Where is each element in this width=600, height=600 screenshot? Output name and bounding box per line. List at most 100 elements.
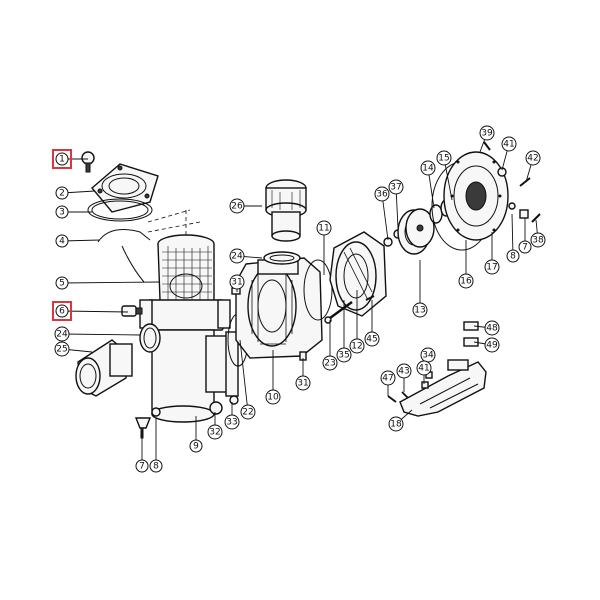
callout-number-c12: 12 bbox=[351, 342, 362, 352]
callout-circle-c47 bbox=[380, 370, 396, 386]
callout-circle-c31b bbox=[295, 375, 311, 391]
callout-circle-c35 bbox=[336, 347, 352, 363]
callout-c4: 4 bbox=[55, 234, 69, 248]
callout-number-c35: 35 bbox=[338, 351, 349, 361]
callout-number-c36: 36 bbox=[376, 190, 388, 200]
callout-circle-c24a bbox=[54, 326, 70, 342]
callout-circle-c13 bbox=[412, 302, 428, 318]
callout-number-c24a: 24 bbox=[56, 330, 68, 340]
callout-number-c34: 34 bbox=[422, 351, 434, 361]
callout-circle-c43 bbox=[396, 363, 412, 379]
callout-c47: 47 bbox=[380, 370, 396, 386]
callout-circle-c10 bbox=[265, 389, 281, 405]
callout-number-c3: 3 bbox=[59, 208, 65, 218]
callout-circle-c8b bbox=[506, 249, 520, 263]
clamp-part bbox=[97, 209, 201, 283]
callout-c22: 22 bbox=[240, 404, 256, 420]
callout-circle-c26 bbox=[229, 198, 245, 214]
callout-circle-c4 bbox=[55, 234, 69, 248]
callout-number-c8a: 8 bbox=[153, 462, 159, 472]
callout-number-c41b: 41 bbox=[418, 364, 429, 374]
pin-part bbox=[365, 295, 375, 301]
drain-fittings-part bbox=[134, 395, 239, 439]
volute-o-ring-part bbox=[303, 259, 333, 321]
callout-circle-c48 bbox=[484, 320, 500, 336]
leader-line-c5 bbox=[61, 281, 161, 284]
callout-c9: 9 bbox=[189, 439, 203, 453]
callout-number-c2: 2 bbox=[59, 189, 65, 199]
callout-c11: 11 bbox=[316, 220, 332, 236]
flange-bolts-part bbox=[483, 141, 541, 223]
callout-c13: 13 bbox=[412, 302, 428, 318]
callout-c41b: 41 bbox=[416, 360, 432, 376]
callout-number-c9: 9 bbox=[193, 442, 199, 452]
callout-number-c23: 23 bbox=[324, 359, 335, 369]
callout-circle-c38 bbox=[530, 232, 546, 248]
seal-plate-part bbox=[431, 151, 509, 251]
strainer-housing-part bbox=[139, 299, 239, 423]
callout-c31a: 31 bbox=[229, 274, 245, 290]
callout-c1: 1 bbox=[52, 149, 72, 169]
callout-number-c7b: 7 bbox=[522, 243, 528, 253]
callout-circle-c9 bbox=[189, 439, 203, 453]
leader-line-c22 bbox=[239, 339, 249, 413]
callout-number-c25a: 25 bbox=[56, 345, 67, 355]
callout-c6: 6 bbox=[52, 301, 72, 321]
callout-c37: 37 bbox=[388, 179, 404, 195]
callout-number-c13: 13 bbox=[414, 306, 425, 316]
callout-circle-c18 bbox=[388, 416, 404, 432]
callout-number-c24b: 24 bbox=[231, 252, 243, 262]
callout-c23: 23 bbox=[322, 355, 338, 371]
callout-c7b: 7 bbox=[518, 240, 532, 254]
callout-c33: 33 bbox=[224, 414, 240, 430]
callout-c16: 16 bbox=[458, 273, 474, 289]
callout-circle-c2 bbox=[55, 186, 69, 200]
callout-c24b: 24 bbox=[229, 248, 245, 264]
inlet-gasket-part bbox=[139, 323, 161, 353]
callout-circle-c45 bbox=[364, 331, 380, 347]
callout-c38: 38 bbox=[530, 232, 546, 248]
callout-number-c4: 4 bbox=[59, 237, 65, 247]
callout-circle-c12 bbox=[349, 338, 365, 354]
callout-number-c22: 22 bbox=[242, 408, 253, 418]
callout-circle-c49 bbox=[484, 337, 500, 353]
callout-c8a: 8 bbox=[149, 459, 163, 473]
outlet-union-part bbox=[265, 179, 307, 242]
callout-circle-c41b bbox=[416, 360, 432, 376]
callout-number-c39: 39 bbox=[481, 129, 493, 139]
callout-number-c1: 1 bbox=[59, 155, 65, 165]
diffuser-part bbox=[329, 231, 387, 317]
callout-circle-c7b bbox=[518, 240, 532, 254]
callout-circle-c5 bbox=[55, 276, 69, 290]
callout-number-c15: 15 bbox=[438, 154, 449, 164]
callout-circle-c25a bbox=[54, 341, 70, 357]
callout-circle-c42 bbox=[525, 150, 541, 166]
callout-c41: 41 bbox=[501, 136, 517, 152]
callout-circle-c22 bbox=[240, 404, 256, 420]
callout-number-c47: 47 bbox=[382, 374, 393, 384]
callout-circle-c36 bbox=[374, 186, 390, 202]
callout-c48: 48 bbox=[484, 320, 500, 336]
highlight-box-c6 bbox=[52, 301, 72, 321]
leader-line-c24a bbox=[61, 333, 141, 336]
callout-c35: 35 bbox=[336, 347, 352, 363]
callout-circle-c39 bbox=[479, 125, 495, 141]
callout-c39: 39 bbox=[479, 125, 495, 141]
callout-number-c32: 32 bbox=[209, 428, 220, 438]
callout-c5: 5 bbox=[55, 276, 69, 290]
volute-part bbox=[235, 257, 323, 359]
callout-number-c26: 26 bbox=[231, 202, 243, 212]
callout-c12: 12 bbox=[349, 338, 365, 354]
callout-circle-c16 bbox=[458, 273, 474, 289]
callout-number-c42: 42 bbox=[527, 154, 538, 164]
callout-number-c45: 45 bbox=[366, 335, 377, 345]
callout-number-c6: 6 bbox=[59, 307, 65, 317]
callout-circle-c3 bbox=[55, 205, 69, 219]
callout-number-c43: 43 bbox=[398, 367, 409, 377]
knob-part bbox=[81, 151, 95, 173]
callout-c49: 49 bbox=[484, 337, 500, 353]
callout-c14: 14 bbox=[420, 160, 436, 176]
callout-c2: 2 bbox=[55, 186, 69, 200]
